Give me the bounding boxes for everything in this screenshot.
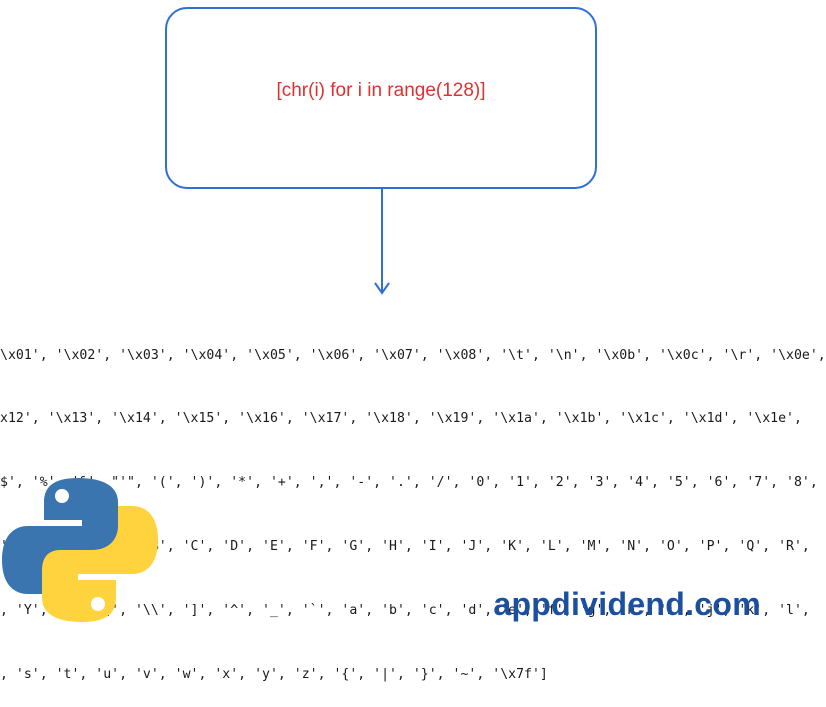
expression-box: [chr(i) for i in range(128)] [165,7,597,189]
down-arrow-icon [374,189,390,295]
site-name-text: appdividend.com [493,586,761,622]
python-logo-eye [91,597,105,611]
output-line: \x01', '\x02', '\x03', '\x04', '\x05', '… [0,347,826,363]
site-name: appdividend.com [493,586,761,623]
python-logo-blue [2,478,118,594]
expression-label: [chr(i) for i in range(128)] [276,80,486,101]
arrow-head [374,282,390,295]
python-logo-yellow [42,506,158,622]
python-logo-eye [55,489,69,503]
output-line: , 's', 't', 'u', 'v', 'w', 'x', 'y', 'z'… [0,667,548,683]
python-logo-icon [2,478,158,622]
output-line: x12', '\x13', '\x14', '\x15', '\x16', '\… [0,411,802,427]
